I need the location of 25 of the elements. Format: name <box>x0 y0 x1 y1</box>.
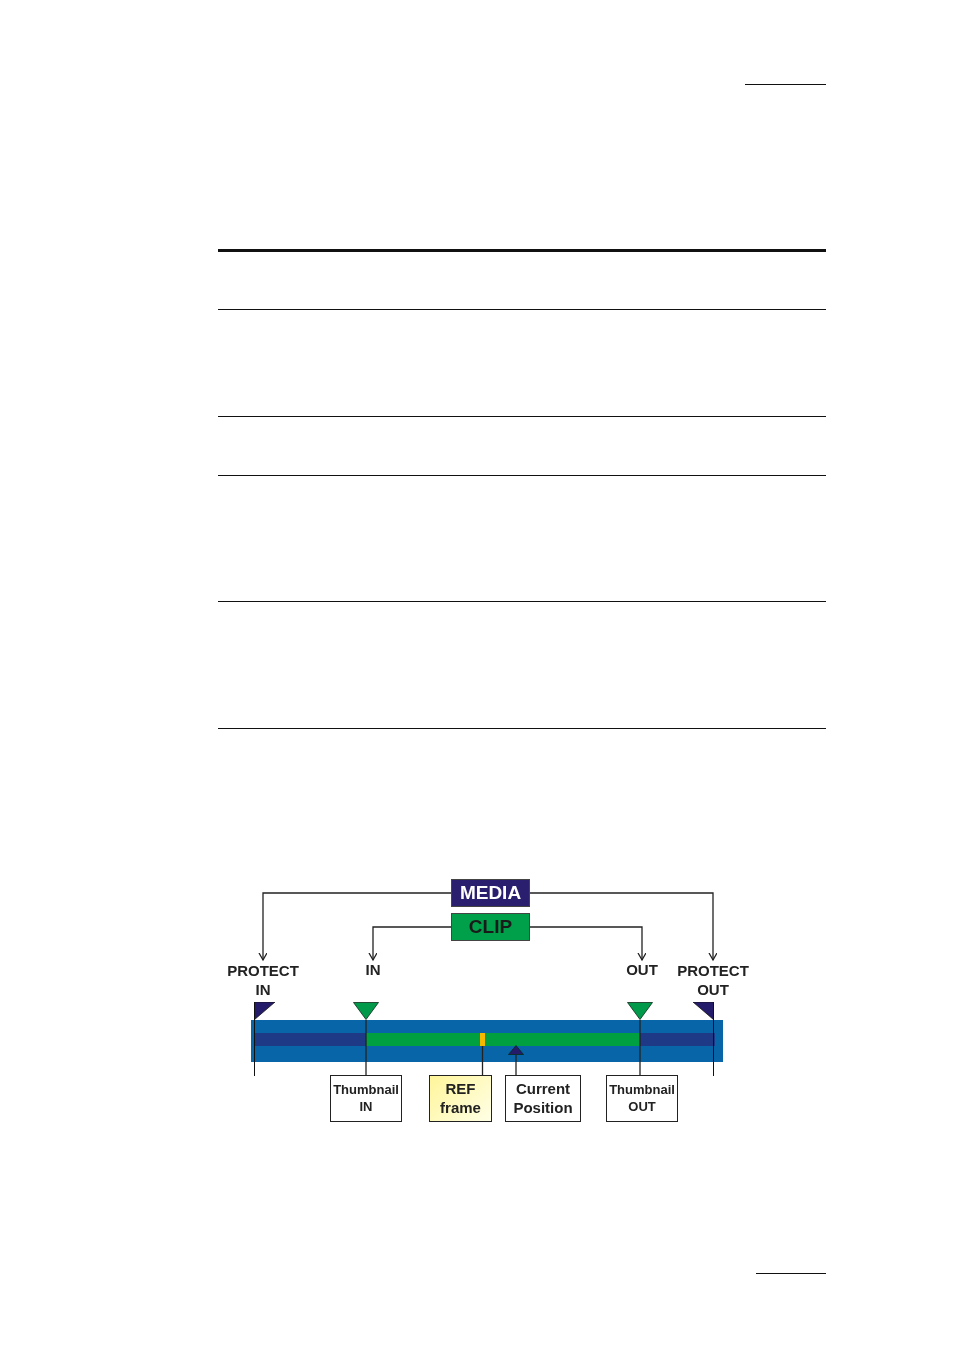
arrow <box>258 892 452 961</box>
marker-label: PROTECT IN <box>225 960 301 1002</box>
triangle-marker-icon <box>353 1002 379 1020</box>
leader-line <box>515 1054 517 1076</box>
pointer-icon <box>508 1045 524 1055</box>
category-box: CLIP <box>451 913 530 941</box>
category-box: MEDIA <box>451 879 530 907</box>
frame-marker-icon <box>480 1033 485 1046</box>
arrow <box>529 926 647 961</box>
marker-label: PROTECT OUT <box>675 960 751 1002</box>
marker-label: IN <box>355 960 391 981</box>
arrow <box>368 926 452 961</box>
callout-box: Current Position <box>505 1075 581 1122</box>
triangle-marker-icon <box>627 1002 653 1020</box>
leader-line <box>481 1045 484 1076</box>
callout-box: REF frame <box>429 1075 492 1122</box>
marker-label: OUT <box>620 960 664 981</box>
arrow <box>529 892 718 961</box>
callout-box: Thumbnail OUT <box>606 1075 678 1122</box>
callout-box: Thumbnail IN <box>330 1075 402 1122</box>
leader-line <box>639 1019 641 1076</box>
timeline-bar <box>251 1020 723 1062</box>
flag-icon <box>254 1002 275 1076</box>
leader-line <box>365 1019 367 1076</box>
flag-icon <box>693 1002 714 1076</box>
